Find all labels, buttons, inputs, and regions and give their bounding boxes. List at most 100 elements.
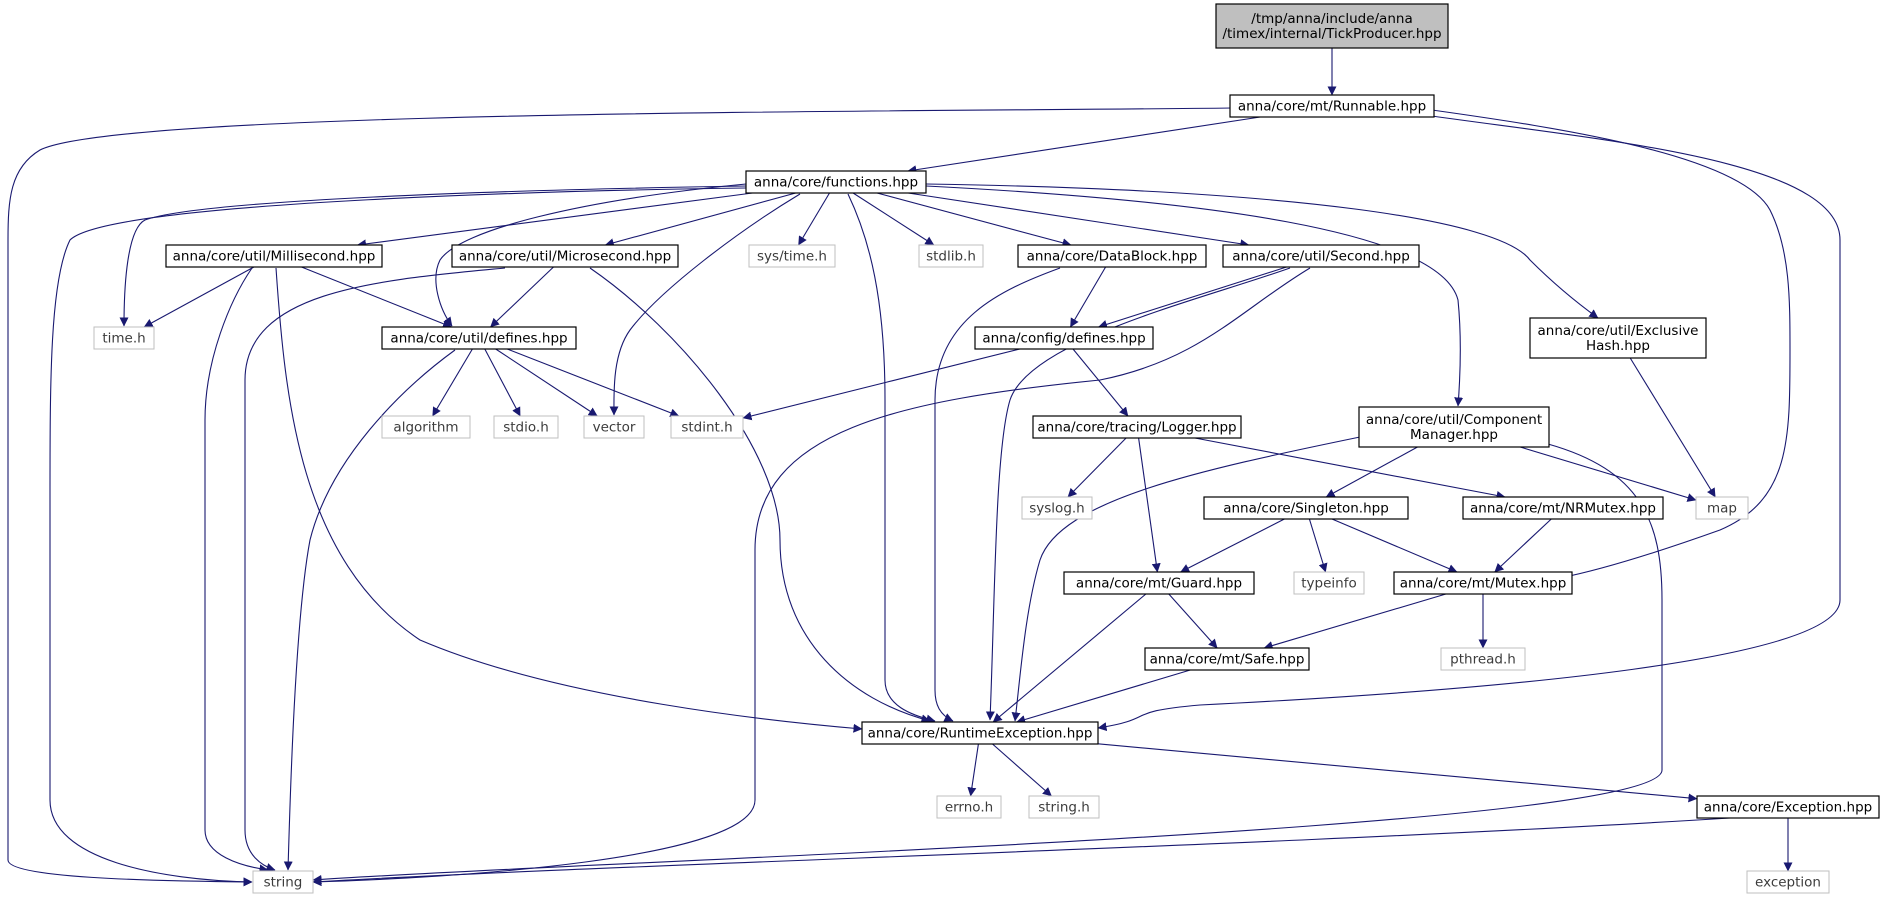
node-box: [861, 721, 1099, 745]
edge-runnable-to-mutex: [1431, 109, 1791, 581]
node-logger[interactable]: anna/core/tracing/Logger.hpp: [1032, 415, 1242, 439]
edge-microsecond-to-runtimeexception: [589, 267, 931, 724]
node-nrmutex[interactable]: anna/core/mt/NRMutex.hpp: [1462, 496, 1664, 520]
node-root[interactable]: /tmp/anna/include/anna/timex/internal/Ti…: [1215, 3, 1449, 49]
node-safe[interactable]: anna/core/mt/Safe.hpp: [1144, 647, 1310, 671]
node-guard[interactable]: anna/core/mt/Guard.hpp: [1063, 571, 1255, 595]
node-label: time.h: [102, 331, 145, 347]
edge-logger-to-nrmutex: [1194, 437, 1506, 500]
node-box: [165, 244, 383, 268]
edge-runnable-to-string: [7, 107, 1233, 887]
node-exception_hpp[interactable]: anna/core/Exception.hpp: [1696, 795, 1880, 819]
edge-utildefines-to-vector: [495, 348, 598, 417]
edge-second-to-string: [312, 267, 1311, 887]
node-label: anna/core/tracing/Logger.hpp: [1037, 420, 1236, 436]
node-runnable[interactable]: anna/core/mt/Runnable.hpp: [1229, 94, 1435, 118]
node-label: anna/core/RuntimeException.hpp: [868, 726, 1093, 742]
node-box: [381, 326, 577, 350]
edge-singleton-to-guard: [1180, 518, 1285, 573]
node-microsecond[interactable]: anna/core/util/Microsecond.hpp: [451, 244, 679, 268]
edge-datablock-to-runtimeexception: [934, 267, 1061, 722]
node-box: [936, 795, 1002, 819]
edge-logger-to-guard: [1138, 437, 1161, 573]
edge-runnable-to-functions: [907, 116, 1261, 175]
node-label: syslog.h: [1029, 501, 1084, 517]
node-label: stdlib.h: [926, 249, 976, 265]
edge-guard-to-safe: [1168, 593, 1218, 649]
edge-nrmutex-to-mutex: [1494, 518, 1552, 573]
node-pthread: pthread.h: [1440, 647, 1526, 671]
edge-millisecond-to-utildefines: [301, 266, 452, 329]
node-label: vector: [593, 420, 636, 436]
edge-exception_hpp-to-string: [312, 817, 1731, 886]
node-stdlib: stdlib.h: [918, 244, 984, 268]
node-label: errno.h: [945, 800, 993, 816]
edge-runtimeexception-to-errno: [967, 743, 979, 797]
node-runtimeexception[interactable]: anna/core/RuntimeException.hpp: [861, 721, 1099, 745]
nodes-layer: /tmp/anna/include/anna/timex/internal/Ti…: [93, 3, 1880, 894]
node-second[interactable]: anna/core/util/Second.hpp: [1222, 244, 1420, 268]
node-label: anna/core/util/Millisecond.hpp: [173, 249, 376, 265]
node-box: [1393, 571, 1573, 595]
node-label: typeinfo: [1301, 576, 1356, 592]
edge-millisecond-to-timeh: [143, 266, 255, 328]
node-configdefines[interactable]: anna/config/defines.hpp: [974, 326, 1154, 350]
node-label: stdio.h: [503, 420, 549, 436]
edge-utildefines-to-stdint: [506, 348, 680, 418]
node-syslog: syslog.h: [1021, 496, 1093, 520]
edge-millisecond-to-runtimeexception: [275, 267, 863, 733]
node-label: string.h: [1038, 800, 1090, 816]
edge-millisecond-to-string: [204, 267, 269, 874]
edge-utildefines-to-stdio: [484, 348, 521, 417]
edge-singleton-to-typeinfo: [1308, 518, 1328, 573]
node-box: [252, 870, 314, 894]
node-label: anna/core/util/Microsecond.hpp: [459, 249, 671, 265]
node-label: exception: [1755, 875, 1821, 891]
node-box: [670, 415, 744, 439]
node-box: [93, 326, 155, 350]
node-box: [381, 415, 471, 439]
node-label: anna/core/mt/Guard.hpp: [1076, 576, 1242, 592]
node-label: string: [264, 875, 303, 891]
node-functions[interactable]: anna/core/functions.hpp: [745, 170, 927, 194]
edge-functions-to-second: [908, 192, 1250, 249]
edge-runtimeexception-to-exception_hpp: [1097, 743, 1698, 803]
node-label: anna/core/util/defines.hpp: [390, 331, 567, 347]
edge-functions-to-string: [49, 187, 747, 887]
node-label: map: [1707, 501, 1737, 517]
node-label: anna/config/defines.hpp: [982, 331, 1145, 347]
node-label: anna/core/mt/NRMutex.hpp: [1470, 501, 1656, 517]
node-box: [745, 170, 927, 194]
edge-configdefines-to-stdint: [742, 348, 1021, 421]
node-box: [1746, 870, 1830, 894]
node-datablock[interactable]: anna/core/DataBlock.hpp: [1017, 244, 1207, 268]
node-timeh: time.h: [93, 326, 155, 350]
edge-utildefines-to-algorithm: [432, 348, 473, 417]
node-utildefines[interactable]: anna/core/util/defines.hpp: [381, 326, 577, 350]
edge-second-to-runtimeexception: [985, 267, 1291, 721]
edge-runnable-to-runtimeexception: [1097, 115, 1841, 732]
edge-functions-to-millisecond: [357, 192, 753, 249]
edge-exclusivehash-to-map: [1629, 357, 1716, 498]
edge-functions-to-microsecond: [604, 192, 796, 248]
edge-componentmanager-to-singleton: [1325, 446, 1418, 498]
node-label: anna/core/mt/Runnable.hpp: [1238, 99, 1426, 115]
node-box: [918, 244, 984, 268]
edge-guard-to-runtimeexception: [992, 593, 1147, 723]
node-box: [1021, 496, 1093, 520]
edge-functions-to-datablock: [876, 192, 1072, 248]
node-box: [748, 244, 836, 268]
node-millisecond[interactable]: anna/core/util/Millisecond.hpp: [165, 244, 383, 268]
edge-functions-to-runtimeexception: [847, 193, 936, 724]
node-singleton[interactable]: anna/core/Singleton.hpp: [1203, 496, 1409, 520]
edge-singleton-to-mutex: [1331, 518, 1458, 573]
node-box: [1032, 415, 1242, 439]
node-algorithm: algorithm: [381, 415, 471, 439]
node-mutex[interactable]: anna/core/mt/Mutex.hpp: [1393, 571, 1573, 595]
node-label: Manager.hpp: [1410, 427, 1498, 443]
node-box: [1063, 571, 1255, 595]
edge-mutex-to-safe: [1263, 593, 1447, 650]
